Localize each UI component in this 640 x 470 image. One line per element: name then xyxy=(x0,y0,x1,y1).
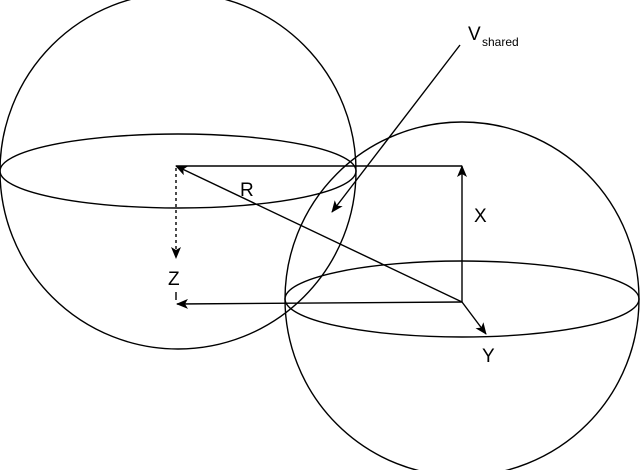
bottom-connector-arrow xyxy=(176,298,463,309)
y-label: Y xyxy=(482,346,495,367)
v-shared-pointer-arrow xyxy=(331,44,461,213)
x-label: X xyxy=(474,206,487,227)
v-label: V xyxy=(468,24,481,45)
left-sphere-equator xyxy=(0,133,357,209)
left-sphere xyxy=(0,0,357,350)
y-axis-arrow xyxy=(461,301,487,335)
r-label: R xyxy=(240,180,254,201)
v-subscript-label: shared xyxy=(482,35,519,49)
z-label: Z xyxy=(168,269,180,290)
left-sphere-outline xyxy=(0,0,357,350)
r-vector-arrow xyxy=(175,165,463,303)
